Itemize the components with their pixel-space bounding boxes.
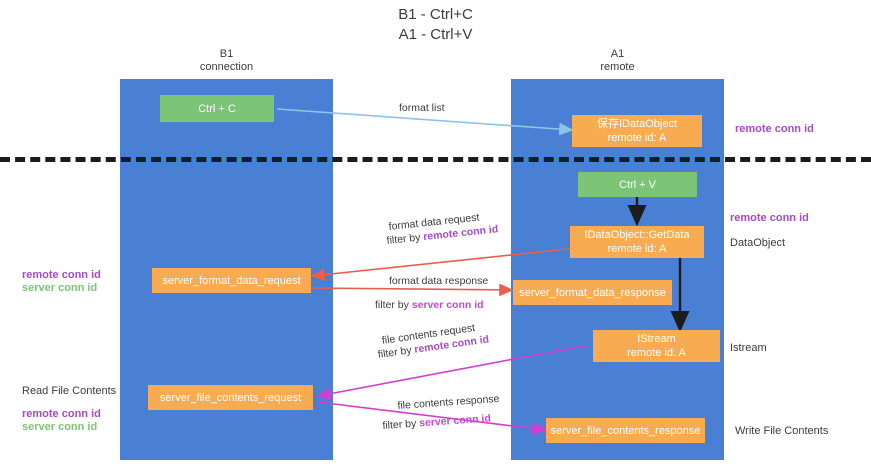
node-server-file-contents-request[interactable]: server_file_contents_request bbox=[148, 385, 313, 410]
page-title: B1 - Ctrl+C A1 - Ctrl+V bbox=[398, 6, 473, 43]
node-server-file-contents-response[interactable]: server_file_contents_response bbox=[546, 418, 705, 443]
node-server-format-data-request[interactable]: server_format_data_request bbox=[152, 268, 311, 293]
annotation-left-bottom-server-conn-id: server conn id bbox=[22, 421, 98, 433]
edge-filter-file-contents-response: filter by server conn id bbox=[382, 411, 491, 433]
filter-prefix: filter by bbox=[375, 299, 412, 311]
lane-header-a1: A1 remote bbox=[600, 48, 635, 73]
annotation-left-server-conn-id: server conn id bbox=[22, 282, 98, 294]
phase-separator bbox=[0, 157, 871, 162]
node-server-format-data-response[interactable]: server_format_data_response bbox=[513, 280, 672, 305]
annotation-right-top-remote-conn-id: remote conn id bbox=[735, 123, 814, 135]
arrow-format-data-response bbox=[307, 283, 514, 297]
annotation-left-remote-conn-id: remote conn id bbox=[22, 269, 101, 281]
filter-key-server-conn-id: server conn id bbox=[418, 412, 492, 430]
edge-label-format-list: format list bbox=[399, 102, 445, 114]
annotation-left-read-file-contents: Read File Contents bbox=[22, 385, 117, 397]
annotation-right-dataobject: DataObject bbox=[730, 237, 786, 249]
annotation-right-istream: Istream bbox=[730, 342, 767, 354]
edge-label-format-data-response: format data response bbox=[389, 275, 489, 287]
edge-label-file-contents-response-text: file contents response bbox=[397, 392, 500, 412]
annotation-left-bottom-remote-conn-id: remote conn id bbox=[22, 408, 101, 420]
node-dataobject-store[interactable]: 保存IDataObject remote id: A bbox=[572, 115, 702, 147]
filter-prefix: filter by bbox=[377, 343, 416, 361]
edge-filter-format-data-response: filter by server conn id bbox=[375, 298, 484, 312]
edge-label-file-contents-response: file contents response bbox=[397, 392, 500, 413]
filter-prefix: filter by bbox=[382, 417, 420, 432]
node-istream[interactable]: IStream remote id: A bbox=[593, 330, 720, 362]
filter-key-server-conn-id: server conn id bbox=[411, 299, 484, 311]
lane-header-b1: B1 connection bbox=[199, 48, 254, 73]
node-ctrl-v[interactable]: Ctrl + V bbox=[578, 172, 697, 197]
node-ctrl-c[interactable]: Ctrl + C bbox=[160, 95, 274, 122]
annotation-right-mid-remote-conn-id: remote conn id bbox=[730, 212, 809, 224]
annotation-right-write-file-contents: Write File Contents bbox=[735, 425, 829, 437]
node-idataobject-getdata[interactable]: IDataObject::GetData remote id: A bbox=[570, 226, 704, 258]
filter-prefix: filter by bbox=[386, 231, 424, 247]
